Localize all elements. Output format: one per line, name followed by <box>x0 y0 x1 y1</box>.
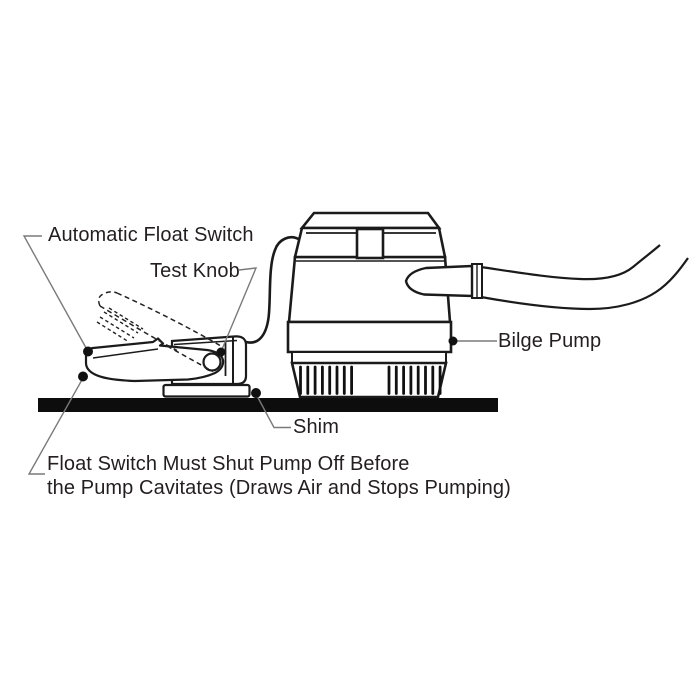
float-switch-drawing <box>84 291 251 398</box>
anchor-dot-test-knob <box>216 347 226 357</box>
discharge-nozzle <box>404 264 474 298</box>
leader-line-automatic-float-switch <box>22 235 89 351</box>
warning-note-line2: the Pump Cavitates (Draws Air and Stops … <box>47 476 511 499</box>
pump-cap-top <box>299 211 442 230</box>
label-automatic-float-switch: Automatic Float Switch <box>48 224 254 246</box>
anchor-dot-float-switch <box>83 346 93 357</box>
pump-ring-band <box>286 320 453 354</box>
anchor-dots <box>78 336 458 398</box>
raised-float-dashed <box>97 291 221 373</box>
leader-lines <box>22 235 497 475</box>
pump-ring-inset <box>291 351 447 364</box>
strainer-slots-left <box>299 365 354 395</box>
shim-plate <box>162 383 251 398</box>
raised-float-hatching <box>96 307 144 343</box>
mounting-board <box>38 398 498 412</box>
anchor-dot-shim <box>251 388 261 398</box>
bilge-pump-drawing <box>286 211 483 399</box>
label-bilge-pump: Bilge Pump <box>498 330 602 352</box>
pump-cap-latch <box>355 227 385 260</box>
leader-line-shim <box>255 393 291 429</box>
leader-line-warning <box>27 377 84 475</box>
warning-note-line1: Float Switch Must Shut Pump Off Before <box>47 453 410 475</box>
leader-line-test-knob <box>220 267 258 351</box>
anchor-dot-bilge-pump <box>448 336 458 346</box>
anchor-dot-warning <box>78 371 88 382</box>
float-arm <box>84 337 225 383</box>
pump-cable <box>244 236 302 344</box>
label-test-knob: Test Knob <box>150 260 240 282</box>
strainer-slots-right <box>387 365 442 395</box>
warning-note: Float Switch Must Shut Pump Off Before t… <box>47 453 511 500</box>
discharge-hose <box>480 244 689 311</box>
label-shim: Shim <box>293 416 339 438</box>
